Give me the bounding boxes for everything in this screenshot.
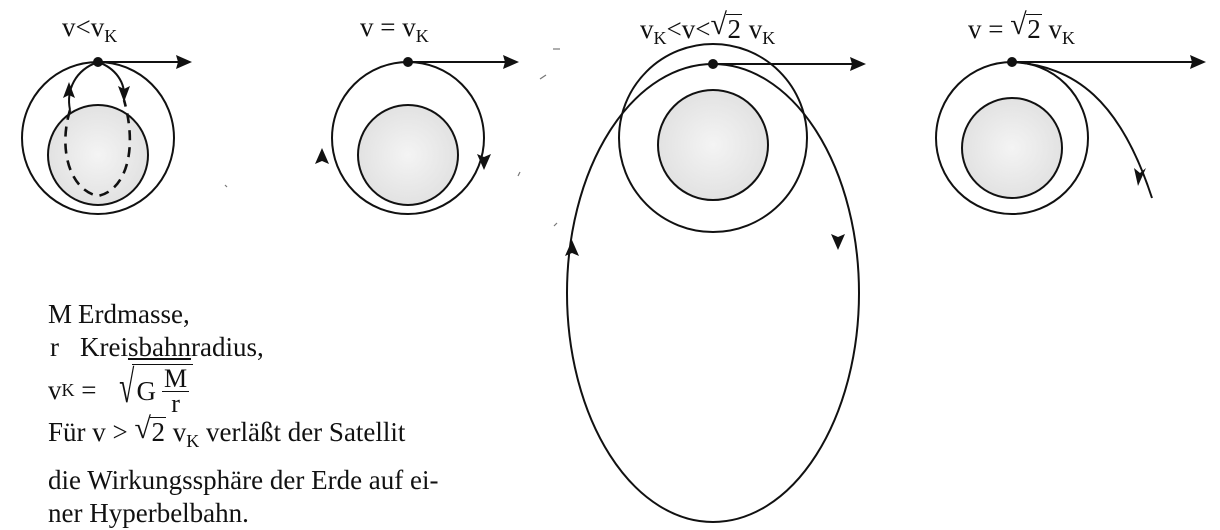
legend-note-1: Für v > √2 vK verläßt der Satellit xyxy=(48,412,406,451)
panel-parabolic xyxy=(935,55,1206,215)
arrowhead-3 xyxy=(850,57,866,71)
earth-3 xyxy=(657,89,769,201)
label-circular: v = vK xyxy=(360,12,429,46)
earth-1 xyxy=(47,104,149,206)
label-parabolic: v = √2 vK xyxy=(968,8,1075,48)
orbit-circle-3 xyxy=(618,43,808,233)
scan-specks xyxy=(224,48,560,227)
suborbital-path-left xyxy=(68,61,99,111)
arrow-down-1 xyxy=(118,86,130,102)
label-suborbital: v<vK xyxy=(62,12,118,46)
suborbital-dashed xyxy=(64,99,132,198)
sqrt-symbol-4: √2 xyxy=(1010,8,1042,44)
earth-4 xyxy=(961,97,1063,199)
satellite-4 xyxy=(1007,57,1017,67)
arrowhead-4 xyxy=(1190,55,1206,69)
legend-note-3: ner Hyperbelbahn. xyxy=(48,498,249,528)
arrow-up-3 xyxy=(565,240,579,256)
sqrt-symbol-3: √2 xyxy=(710,8,742,44)
suborbital-path-right xyxy=(97,61,126,101)
formula-sqrt: √ G M r xyxy=(109,364,194,418)
parabola-path xyxy=(1011,61,1153,199)
panel-suborbital xyxy=(21,55,192,215)
earth-2 xyxy=(357,104,459,206)
panel-elliptic xyxy=(565,43,866,523)
sqrt-symbol-note: √2 xyxy=(134,412,166,447)
arrow-down-2 xyxy=(477,154,491,170)
arrow-down-3 xyxy=(831,234,845,250)
satellite-3 xyxy=(708,59,718,69)
arrowhead-2 xyxy=(503,55,519,69)
arrowhead-1 xyxy=(176,55,192,69)
label-elliptic: vK<v<√2 vK xyxy=(640,8,776,48)
arrow-down-4 xyxy=(1134,168,1146,186)
satellite-1 xyxy=(93,57,103,67)
formula-fraction: M r xyxy=(161,364,190,418)
arrow-up-2 xyxy=(315,148,329,164)
legend-note-2: die Wirkungssphäre der Erde auf ei- xyxy=(48,465,439,495)
panel-circular xyxy=(315,55,519,215)
satellite-2 xyxy=(403,57,413,67)
arrow-up-1 xyxy=(63,82,75,98)
